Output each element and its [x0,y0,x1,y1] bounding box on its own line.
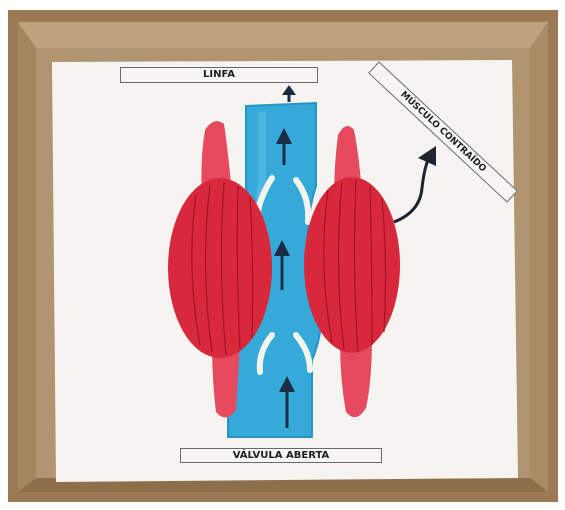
frame-right-bevel [530,22,548,492]
label-open-valve: VÁLVULA ABERTA [180,448,382,463]
label-lymph: LINFA [120,67,318,83]
frame-top-bevel [18,22,548,48]
frame-left-bevel [18,22,36,492]
